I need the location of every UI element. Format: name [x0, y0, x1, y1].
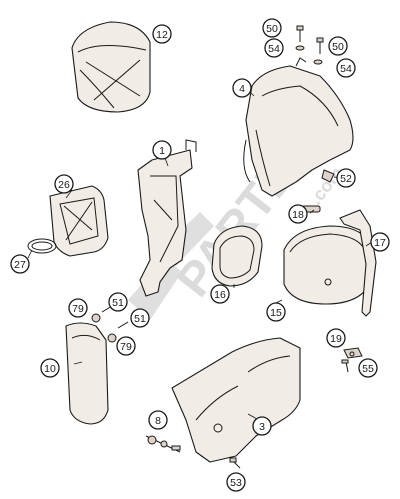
callout-number: 10	[44, 363, 56, 375]
callout-10: 10	[40, 358, 60, 378]
callout-12: 12	[152, 24, 172, 44]
callout-number: 51	[134, 313, 146, 325]
part-19-bracket-clip	[343, 347, 363, 359]
callout-3: 3	[252, 416, 272, 436]
part-79-grommets	[91, 313, 117, 343]
callout-number: 55	[362, 363, 374, 375]
callout-4: 4	[232, 78, 252, 98]
callout-number: 52	[340, 173, 352, 185]
part-16-gasket	[211, 225, 263, 287]
callout-50: 50	[328, 36, 348, 56]
callout-number: 79	[120, 341, 132, 353]
callout-number: 12	[156, 29, 168, 41]
callout-number: 16	[214, 289, 226, 301]
callout-79: 79	[68, 298, 88, 318]
callout-52: 52	[336, 168, 356, 188]
callout-number: 8	[155, 415, 161, 427]
callout-number: 50	[332, 41, 344, 53]
part-26-filter-cage	[49, 185, 109, 257]
callout-number: 17	[374, 237, 386, 249]
callout-number: 4	[239, 83, 245, 95]
part-12-air-filter	[71, 21, 151, 113]
callout-number: 18	[292, 209, 304, 221]
callout-50: 50	[262, 18, 282, 38]
part-4-airbox-cover	[243, 57, 354, 197]
part-55-screw	[341, 359, 349, 373]
part-3-side-panel	[171, 337, 301, 463]
callout-17: 17	[370, 232, 390, 252]
callout-number: 15	[270, 307, 282, 319]
callout-55: 55	[358, 358, 378, 378]
part-10-number-plate	[65, 322, 109, 425]
callout-51: 51	[108, 292, 128, 312]
part-15-lid	[283, 225, 373, 305]
callout-number: 1	[159, 145, 165, 157]
part-52-clip	[321, 169, 335, 183]
part-27-clamp	[27, 238, 57, 254]
callout-79: 79	[116, 336, 136, 356]
callout-51: 51	[130, 308, 150, 328]
callout-number: 54	[268, 43, 280, 55]
callout-26: 26	[54, 174, 74, 194]
part-54-washers	[295, 45, 323, 65]
part-53-screw	[229, 457, 241, 469]
callout-53: 53	[226, 472, 246, 492]
callout-54: 54	[336, 58, 356, 78]
callout-number: 51	[112, 297, 124, 309]
callout-18: 18	[288, 204, 308, 224]
callout-16: 16	[210, 284, 230, 304]
callout-19: 19	[326, 328, 346, 348]
callout-number: 27	[14, 259, 26, 271]
part-1-airbox-frame	[137, 139, 197, 297]
callout-number: 3	[259, 421, 265, 433]
callout-number: 79	[72, 303, 84, 315]
callout-1: 1	[152, 140, 172, 160]
part-8-fastener-kit	[145, 435, 181, 453]
part-50-screws	[296, 25, 324, 54]
callout-number: 26	[58, 179, 70, 191]
callout-number: 19	[330, 333, 342, 345]
callout-number: 53	[230, 477, 242, 489]
callouts: 12 50 54 50 54 4 1 26 52 18 17 27 16 15 …	[10, 18, 390, 492]
callout-number: 54	[340, 63, 352, 75]
callout-8: 8	[148, 410, 168, 430]
part-17-bracket	[339, 209, 377, 317]
callout-number: 50	[266, 23, 278, 35]
callout-27: 27	[10, 254, 30, 274]
callout-54: 54	[264, 38, 284, 58]
callout-15: 15	[266, 302, 286, 322]
